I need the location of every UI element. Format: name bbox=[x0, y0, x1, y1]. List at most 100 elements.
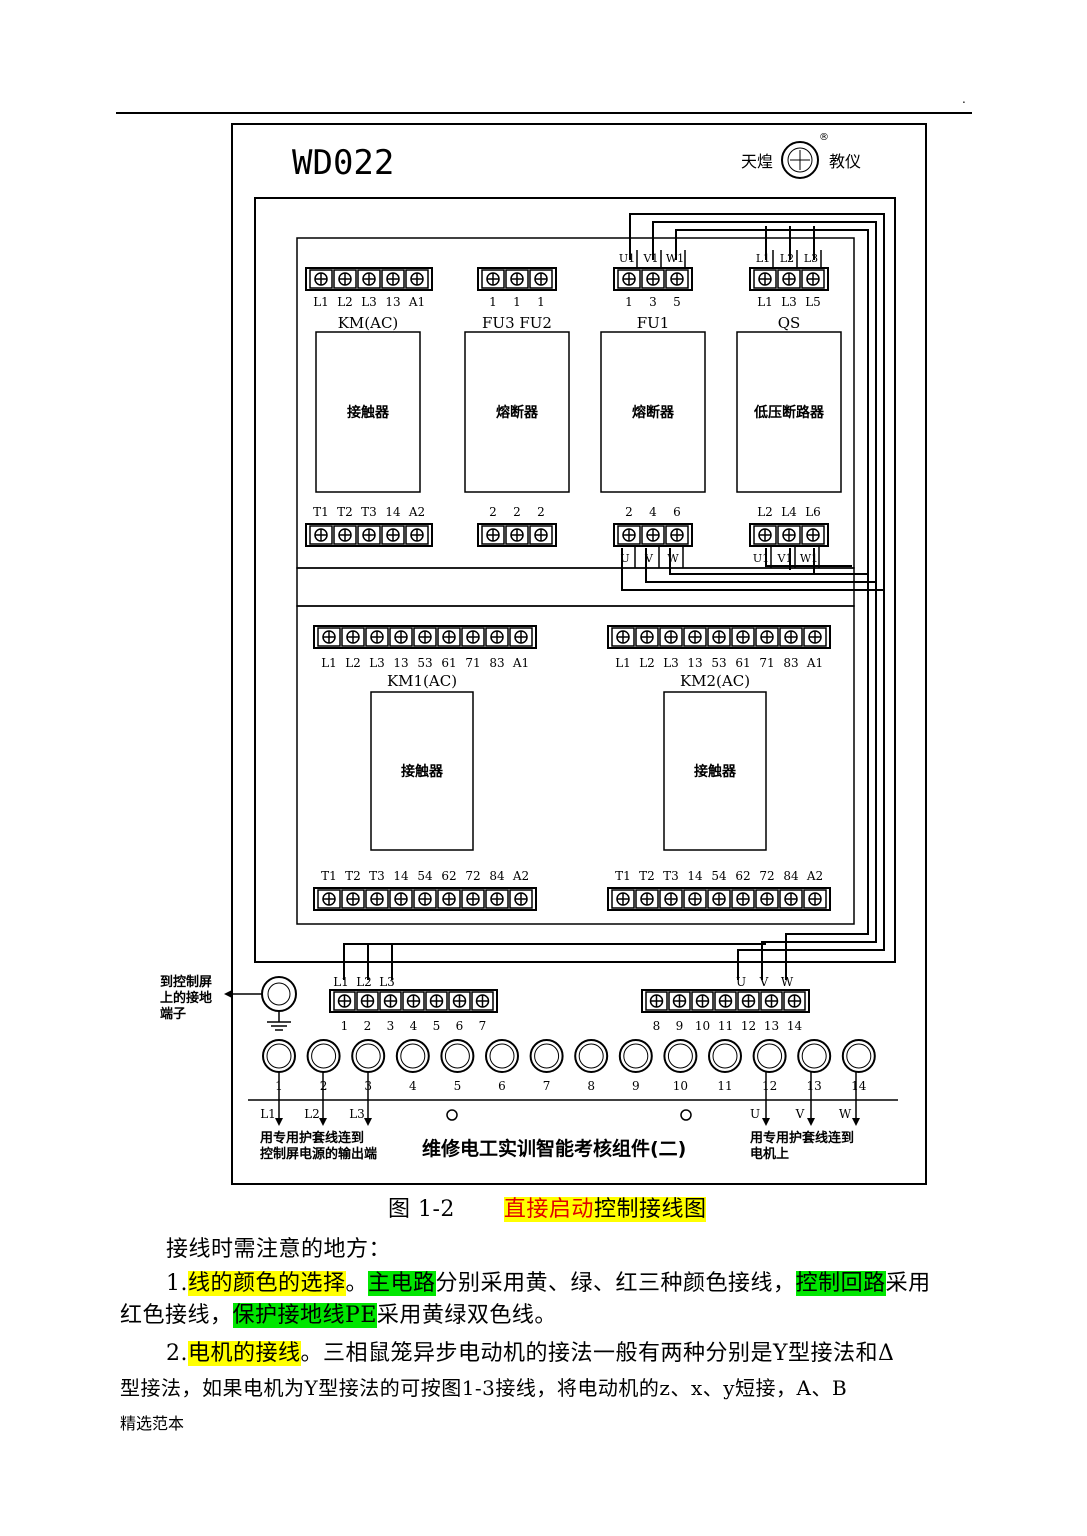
strip-number: 1 bbox=[341, 1019, 349, 1033]
wire-label: U bbox=[736, 975, 746, 989]
terminal-screw-icon bbox=[381, 269, 405, 289]
terminal-label: 54 bbox=[711, 869, 727, 883]
terminal-screw-icon bbox=[635, 627, 659, 647]
terminal-screw-icon bbox=[437, 889, 461, 909]
terminal-screw-icon bbox=[753, 525, 777, 545]
module-body bbox=[315, 331, 421, 493]
terminal-block-bottom bbox=[607, 887, 831, 911]
socket-icon bbox=[574, 1039, 609, 1073]
terminal-screw-icon bbox=[777, 525, 801, 545]
terminal-label: L3 bbox=[781, 295, 797, 309]
terminal-screw-icon bbox=[405, 269, 429, 289]
p1-highlight-1: 线的颜色的选择 bbox=[188, 1271, 346, 1296]
terminal-label: T1 bbox=[321, 869, 337, 883]
wire-label: L2 bbox=[356, 975, 372, 989]
wire-label: L3 bbox=[379, 975, 395, 989]
module-body bbox=[736, 331, 842, 493]
strip-number: 3 bbox=[387, 1019, 395, 1033]
terminal-label: L3 bbox=[361, 295, 377, 309]
terminal-label: L5 bbox=[805, 295, 821, 309]
brand-left: 天煌 bbox=[741, 152, 773, 171]
terminal-block-bottom bbox=[613, 523, 693, 547]
terminal-screw-icon bbox=[665, 525, 689, 545]
ground-terminal-icon bbox=[224, 976, 297, 1031]
terminal-screw-icon bbox=[365, 889, 389, 909]
wire-label: V1 bbox=[643, 252, 659, 265]
arrow-label: V bbox=[795, 1107, 805, 1121]
contactor-name: KM2(AC) bbox=[680, 672, 750, 690]
note-right-2: 电机上 bbox=[750, 1146, 789, 1162]
strip-number: 8 bbox=[653, 1019, 661, 1033]
module-name: FU1 bbox=[637, 314, 670, 332]
socket-number: 6 bbox=[498, 1079, 506, 1093]
terminal-screw-icon bbox=[641, 269, 665, 289]
terminal-screw-icon bbox=[402, 991, 425, 1011]
terminal-screw-icon bbox=[760, 991, 783, 1011]
terminal-label: L6 bbox=[805, 505, 821, 519]
terminal-label: 4 bbox=[649, 505, 657, 519]
terminal-label: T1 bbox=[615, 869, 631, 883]
terminal-block-top bbox=[749, 267, 829, 291]
terminal-label: L2 bbox=[639, 656, 655, 670]
brand-logo-icon bbox=[781, 141, 819, 179]
terminal-label: A1 bbox=[512, 656, 529, 670]
terminal-label: T2 bbox=[345, 869, 361, 883]
contactor-body-label: 接触器 bbox=[401, 763, 444, 780]
p2-num: 2. bbox=[166, 1341, 188, 1366]
wire-label: L1 bbox=[333, 975, 349, 989]
terminal-label: T3 bbox=[361, 505, 377, 519]
terminal-label: A1 bbox=[806, 656, 823, 670]
socket-icon bbox=[752, 1039, 787, 1073]
terminal-screw-icon bbox=[509, 889, 533, 909]
terminal-label: L2 bbox=[757, 505, 773, 519]
strip-number: 13 bbox=[764, 1019, 779, 1033]
terminal-label: T1 bbox=[313, 505, 329, 519]
strip-number: 6 bbox=[456, 1019, 464, 1033]
terminal-label: 62 bbox=[735, 869, 750, 883]
terminal-label: L2 bbox=[337, 295, 353, 309]
terminal-screw-icon bbox=[641, 525, 665, 545]
terminal-label: T2 bbox=[337, 505, 353, 519]
socket-number: 14 bbox=[851, 1079, 867, 1093]
module-body bbox=[464, 331, 570, 493]
module-body-label: 接触器 bbox=[347, 404, 390, 421]
terminal-screw-icon bbox=[389, 889, 413, 909]
module-body bbox=[600, 331, 706, 493]
terminal-screw-icon bbox=[779, 889, 803, 909]
terminal-screw-icon bbox=[437, 627, 461, 647]
terminal-block-bottom bbox=[305, 523, 433, 547]
terminal-label: L1 bbox=[757, 295, 773, 309]
lower-rail bbox=[296, 605, 855, 925]
terminal-block-top bbox=[477, 267, 557, 291]
module-name: KM(AC) bbox=[338, 314, 399, 332]
strip-number: 9 bbox=[676, 1019, 684, 1033]
caption-prefix: 图 1-2 bbox=[388, 1197, 455, 1222]
terminal-label: 3 bbox=[649, 295, 657, 309]
terminal-label: L1 bbox=[321, 656, 337, 670]
terminal-label: 72 bbox=[759, 869, 774, 883]
terminal-screw-icon bbox=[481, 269, 505, 289]
terminal-screw-icon bbox=[783, 991, 806, 1011]
socket-number: 11 bbox=[717, 1079, 732, 1093]
wire-label: L1 bbox=[756, 252, 770, 265]
arrow-label: W bbox=[839, 1107, 852, 1121]
socket-number: 5 bbox=[454, 1079, 462, 1093]
terminal-label: 71 bbox=[465, 656, 480, 670]
p1-text-3: 采用 bbox=[885, 1271, 931, 1296]
para1-line2: 红色接线，保护接地线PE采用黄绿双色线。 bbox=[120, 1302, 557, 1330]
p1-text-4: 红色接线， bbox=[120, 1303, 233, 1328]
socket-icon bbox=[351, 1039, 386, 1073]
terminal-label: 1 bbox=[625, 295, 633, 309]
p1-num: 1. bbox=[166, 1271, 188, 1296]
board-frame bbox=[231, 123, 927, 1185]
p1-text-1: 。 bbox=[345, 1271, 369, 1296]
wire-label: U1 bbox=[619, 252, 635, 265]
terminal-screw-icon bbox=[471, 991, 494, 1011]
wire-label: L2 bbox=[780, 252, 794, 265]
terminal-label: L3 bbox=[663, 656, 679, 670]
terminal-screw-icon bbox=[389, 627, 413, 647]
terminal-label: 2 bbox=[537, 505, 545, 519]
terminal-screw-icon bbox=[357, 269, 381, 289]
terminal-screw-icon bbox=[665, 269, 689, 289]
